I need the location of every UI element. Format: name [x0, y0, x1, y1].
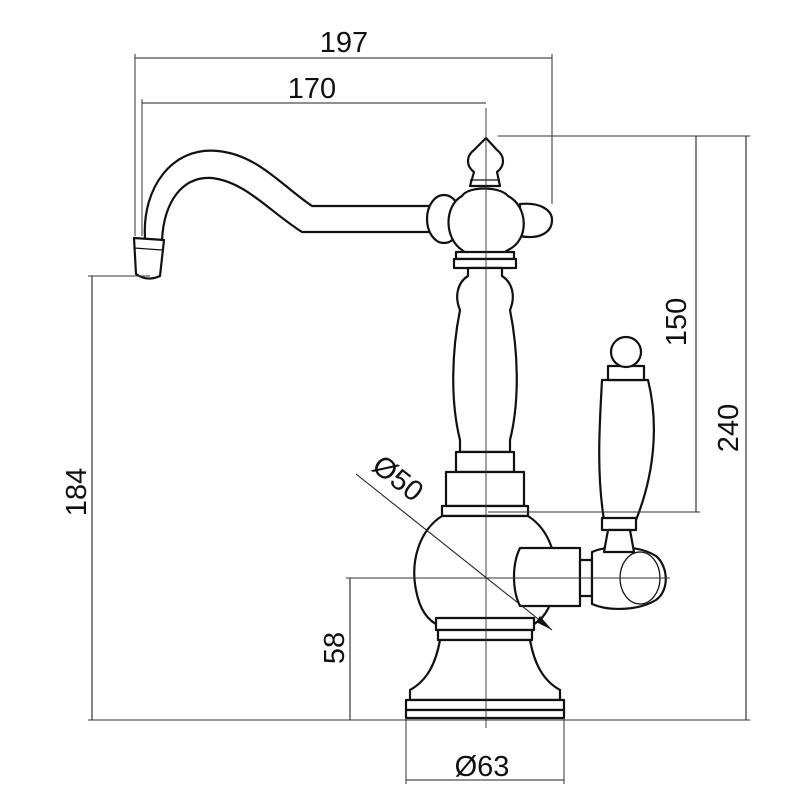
dim-label-overall-reach: 197 [320, 27, 368, 59]
spout-tube [143, 149, 434, 240]
dim-label-body-diameter: Ø50 [366, 449, 429, 508]
dim-label-spout-reach: 170 [288, 73, 336, 105]
spout-tube-lower-edge [160, 176, 440, 242]
body-lower-ring-2 [436, 628, 534, 642]
body-upper-collar [444, 470, 526, 508]
lever-handle-top-ring [606, 364, 646, 382]
body-collar-step [440, 504, 530, 518]
dim-label-spout-outlet-height: 184 [61, 468, 93, 516]
center-lines [440, 108, 670, 728]
spout-outlet-nozzle [132, 236, 166, 280]
dimension-lines [88, 54, 750, 784]
lever-handle [598, 378, 655, 522]
neck-ring-lower [452, 257, 518, 270]
baluster-column [452, 266, 518, 454]
base-plate-bottom [404, 708, 566, 720]
lever-handle-neck [602, 528, 636, 554]
dim-label-handle-height: 150 [661, 298, 693, 346]
dim-line-diameter-50 [355, 473, 553, 631]
column-base-ring [454, 450, 516, 474]
body-lower-ring [434, 616, 536, 632]
handle-valve-housing [512, 546, 582, 608]
base-plate [404, 698, 566, 712]
top-finial [466, 136, 505, 188]
lever-handle-ball-knob [609, 335, 643, 369]
flared-base [408, 638, 562, 702]
arrowhead-diameter-50 [536, 616, 552, 630]
lever-handle-ferrule [600, 516, 638, 532]
dim-label-base-diameter: Ø63 [455, 751, 510, 783]
nozzle-ring [133, 247, 163, 251]
dim-label-handle-axis-height: 58 [319, 632, 351, 664]
faucet-outline [132, 136, 667, 720]
head-side-knob [518, 202, 554, 239]
dim-label-total-height: 240 [713, 404, 745, 452]
